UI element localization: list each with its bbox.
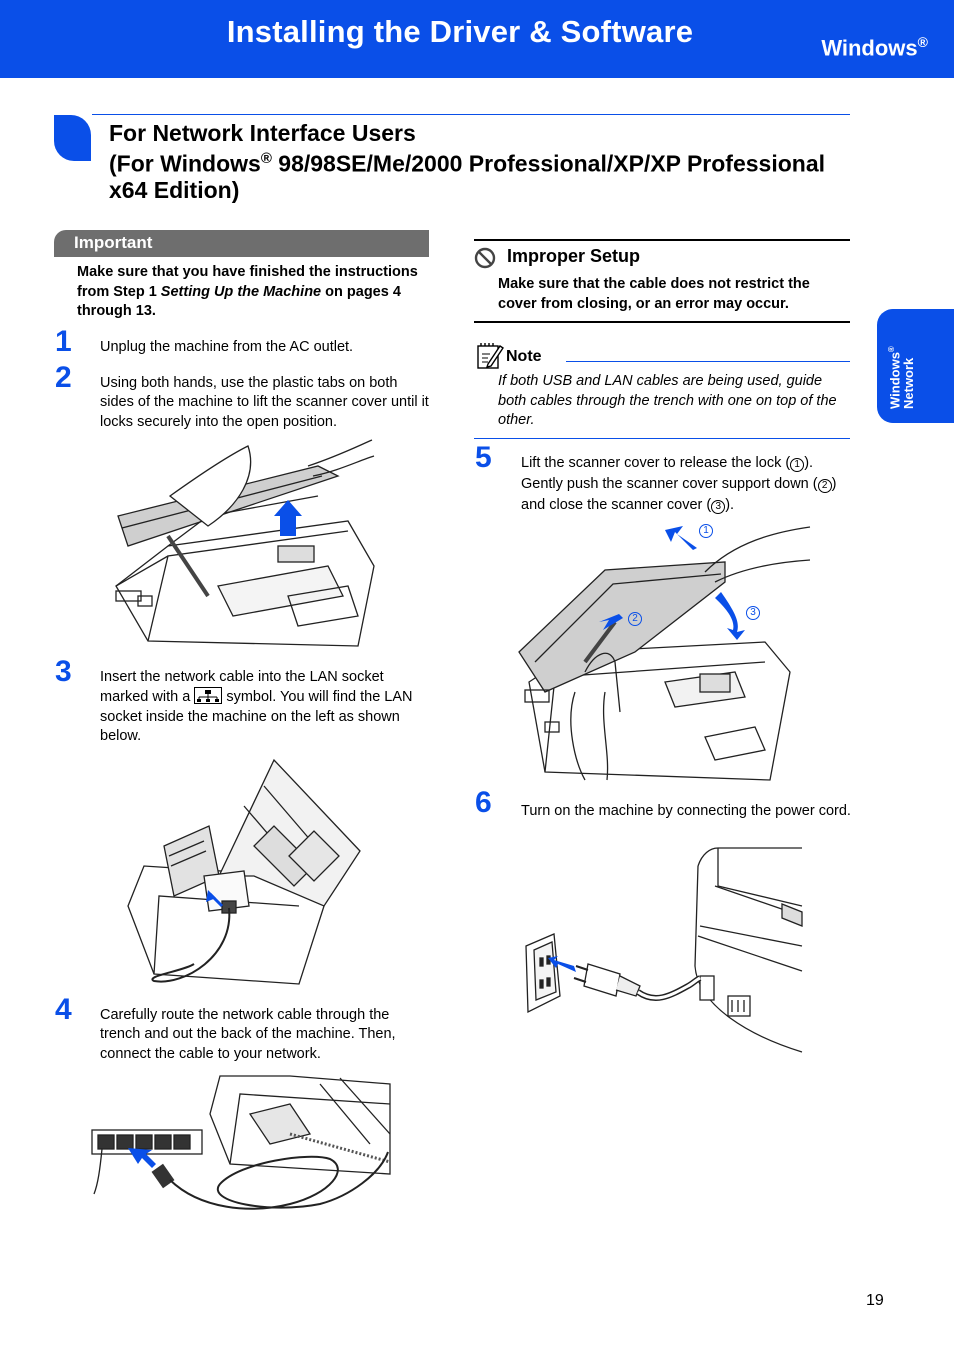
step-number: 2 (55, 361, 72, 394)
callout-1-marker: 1 (790, 458, 805, 472)
section-rule (92, 114, 850, 115)
section-marker (54, 115, 91, 161)
scanner-cover-close-drawing (518, 526, 811, 781)
note-rule (566, 361, 850, 362)
warning-title: Improper Setup (507, 246, 641, 266)
important-text: Make sure that you have finished the ins… (77, 264, 418, 319)
step-number: 3 (55, 655, 72, 688)
power-cord-illustration (525, 847, 803, 1053)
note-text: If both USB and LAN cables are being use… (498, 373, 837, 428)
scanner-cover-lift-illustration (115, 439, 375, 647)
step-text: Unplug the machine from the AC outlet. (100, 339, 354, 355)
network-hub-illustration (91, 1075, 391, 1210)
note-bottom-rule (474, 438, 850, 439)
notepad-pencil-icon (477, 343, 504, 369)
os-label: Windows® (821, 34, 928, 61)
warning-text: Make sure that the cable does not restri… (498, 276, 810, 312)
step-number: 1 (55, 325, 72, 358)
side-tab-label: Windows® Network (887, 346, 917, 409)
callout-1: 1 (699, 524, 713, 538)
warning-bottom-rule (474, 321, 850, 323)
lan-symbol-icon (194, 687, 223, 705)
callout-2-marker: 2 (817, 479, 832, 493)
page-title: Installing the Driver & Software (226, 14, 694, 49)
header-banner: Installing the Driver & Software Windows… (0, 0, 954, 78)
step-text: Lift the scanner cover to release the lo… (521, 455, 837, 514)
callout-2: 2 (628, 612, 642, 626)
step-number: 6 (475, 786, 492, 819)
step-text: Carefully route the network cable throug… (100, 1007, 396, 1062)
step-text: Insert the network cable into the LAN so… (100, 669, 413, 744)
side-tab[interactable]: Windows® Network (877, 309, 954, 423)
scanner-cover-close-illustration: 1 2 3 (515, 522, 815, 784)
step-text: Turn on the machine by connecting the po… (521, 803, 851, 819)
step-number: 5 (475, 441, 492, 474)
page-number: 19 (866, 1292, 884, 1309)
note-label: Note (506, 348, 542, 365)
lan-socket-illustration (127, 758, 361, 985)
section-title: For Network Interface Users (For Windows… (109, 120, 826, 203)
prohibited-icon (474, 247, 496, 269)
important-label: Important (74, 233, 153, 252)
callout-3-marker: 3 (711, 500, 726, 514)
important-bar: Important (54, 230, 429, 257)
callout-3: 3 (746, 606, 760, 620)
step-number: 4 (55, 993, 72, 1026)
warning-top-rule (474, 239, 850, 241)
step-text: Using both hands, use the plastic tabs o… (100, 375, 429, 430)
